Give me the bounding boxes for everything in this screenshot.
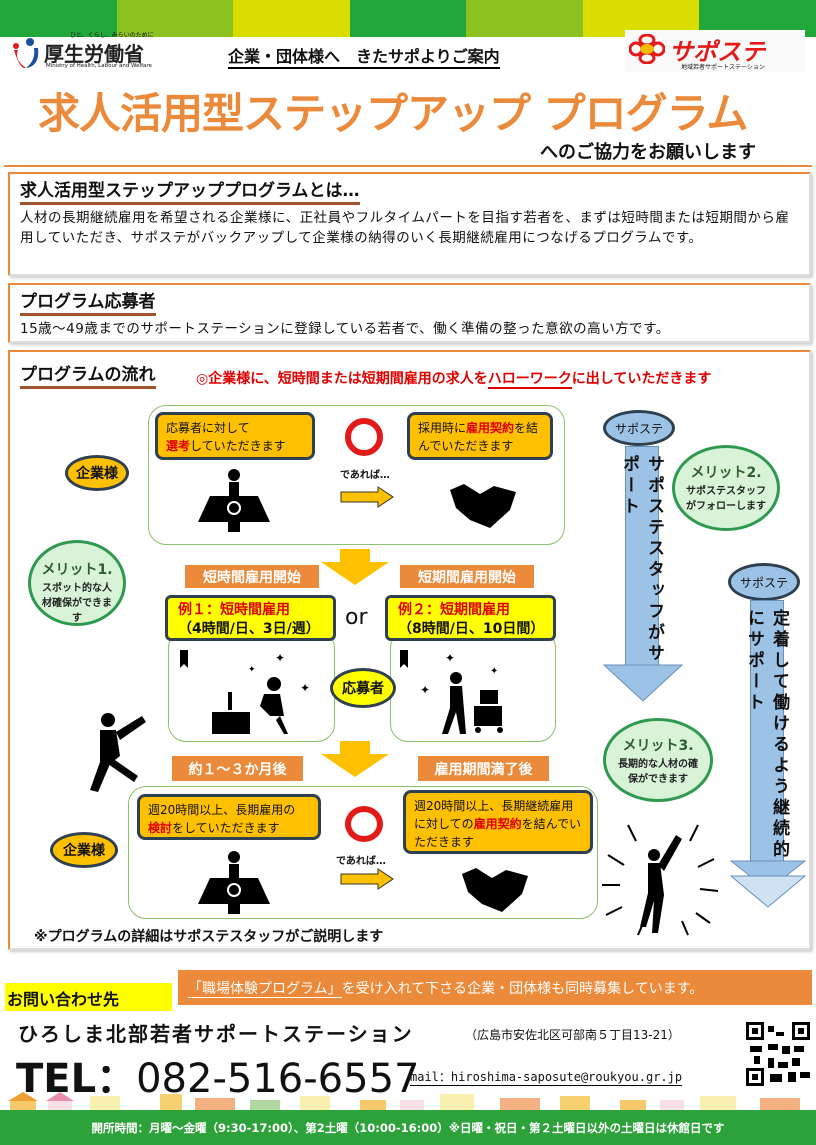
label-after-months: 約１～３か月後: [172, 756, 303, 781]
org-address: （広島市安佐北区可部南５丁目13-21）: [465, 1028, 680, 1042]
section-about-heading: 求人活用型ステップアッププログラムとは…: [20, 180, 360, 205]
section-applicants-heading: プログラム応募者: [20, 291, 156, 316]
mhlw-tagline: ひと、くらし、みらいのために: [70, 32, 154, 39]
step3-right-bubble: 週20時間以上、長期継続雇用に対しての雇用契約を結んでいただきます: [403, 790, 593, 854]
svg-text:✦: ✦: [248, 665, 256, 675]
tel-number[interactable]: 082-516-6557: [136, 1056, 420, 1102]
flower-icon: [629, 34, 665, 64]
mhlw-en: Ministry of Health, Labour and Welfare: [46, 63, 152, 69]
label-short-time: 短時間雇用開始: [185, 565, 319, 588]
company-badge-2: 企業様: [50, 832, 118, 868]
qr-code[interactable]: [746, 1022, 810, 1086]
step1-left-bubble: 応募者に対して選考していただきます: [155, 412, 315, 460]
title-sub: へのご協力をお願いします: [540, 142, 756, 163]
contact-label: お問い合わせ先: [5, 983, 172, 1011]
header-subtitle: 企業・団体様へ きたサポよりご案内: [228, 43, 500, 69]
excited-man-icon: [602, 824, 719, 936]
flow-note: ◎企業様に、短時間または短期間雇用の求人をハローワークに出していただきます: [196, 371, 712, 389]
saposute-logo-sub: 地域若者サポートステーション: [681, 64, 765, 71]
mhlw-name: 厚生労働省: [44, 42, 144, 66]
arrow-right-icon: [340, 486, 394, 508]
color-stripe: [0, 0, 816, 37]
mhlw-emblem-icon: [13, 38, 39, 69]
merit1-circle: メリット1.スポット的な人材確保ができます: [28, 540, 126, 626]
example2-box: [390, 630, 556, 742]
saposute-badge-2: サポステ: [728, 563, 800, 601]
example1-label: 例１：短時間雇用（4時間/日、3日/週）: [165, 595, 336, 641]
saposute-logo-text: サポステ: [669, 38, 765, 66]
step3-left-bubble: 週20時間以上、長期雇用の検討をしていただきます: [137, 794, 321, 840]
handshake-icon: [450, 484, 516, 528]
divider: [4, 165, 812, 167]
workplace-program-link: 「職場体験プログラム」: [188, 981, 342, 998]
email-link[interactable]: mail：hiroshima-saposute@roukyou.gr.jp: [410, 1070, 683, 1086]
page-title: 求人活用型ステップアップ プログラム: [38, 89, 748, 138]
org-name: ひろしま北部若者サポートステーション: [18, 1022, 414, 1046]
jumping-man-icon: [90, 713, 146, 792]
if-ok-text-2: であれば…: [336, 856, 386, 867]
interview-icon: [198, 469, 270, 532]
flow-heading: プログラムの流れ: [20, 364, 156, 389]
circle-ok-icon-2: [345, 806, 383, 842]
section-applicants: プログラム応募者 15歳～49歳までのサポートステーションに登録している若者で、…: [8, 283, 811, 343]
svg-text:✦: ✦: [445, 651, 455, 665]
applicant-badge: 応募者: [330, 668, 396, 708]
desk-worker-icon: ✦ ✦ ✦: [180, 650, 310, 734]
arrow-right-icon-2: [340, 868, 394, 890]
example2-label: 例２：短期間雇用（8時間/日、10日間）: [385, 595, 556, 641]
saposute-badge-1: サポステ: [603, 410, 675, 446]
hellowork-link: ハローワーク: [487, 371, 572, 389]
merit3-circle: メリット3.長期的な人材の確保ができます: [603, 718, 713, 802]
section-applicants-body: 15歳～49歳までのサポートステーションに登録している若者で、働く準備の整った意…: [20, 321, 670, 337]
circle-ok-icon: [345, 418, 383, 456]
svg-text:✦: ✦: [300, 681, 310, 695]
delivery-worker-icon: ✦ ✦ ✦: [400, 650, 503, 734]
company-badge: 企業様: [65, 455, 129, 491]
section-about: 求人活用型ステップアッププログラムとは… 人材の長期継続雇用を希望される企業様に…: [8, 172, 811, 276]
svg-text:✦: ✦: [275, 651, 285, 665]
label-contract-end: 雇用期間満了後: [418, 756, 549, 781]
arrow-down-orange-icon: [321, 549, 389, 585]
arrow-down-double-icon: [730, 860, 806, 908]
flow-footnote: ※プログラムの詳細はサポステスタッフがご説明します: [34, 929, 384, 945]
label-short-term: 短期間雇用開始: [400, 565, 534, 588]
arrow-down-orange-icon-2: [321, 741, 389, 777]
tel: TEL：082-516-6557: [16, 1056, 420, 1102]
section-about-body: 人材の長期継続雇用を希望される企業様に、正社員やフルタイムパートを目指す若者を、…: [20, 210, 790, 246]
if-ok-text: であれば…: [340, 470, 390, 481]
opening-hours: 開所時間：月曜～金曜（9:30-17:00）、第2土曜（10:00-16:00）…: [0, 1110, 816, 1145]
svg-text:✦: ✦: [420, 683, 430, 697]
svg-text:✦: ✦: [490, 666, 498, 677]
saposute-logo: サポステ 地域若者サポートステーション: [625, 30, 805, 72]
step1-right-bubble: 採用時に雇用契約を結んでいただきます: [407, 412, 553, 460]
arrow-down-icon: [603, 664, 683, 702]
handshake-icon-2: [462, 868, 528, 912]
support-bar-1: サポステスタッフがサポート: [619, 446, 664, 666]
merit2-circle: メリット2.サポステスタッフがフォローします: [672, 445, 780, 531]
support-bar-2: 定着して働けるよう継続的にサポート: [744, 600, 789, 880]
interview-icon-2: [198, 851, 270, 914]
mhlw-logo: ひと、くらし、みらいのために 厚生労働省 Ministry of Health,…: [10, 30, 180, 72]
recruitment-banner: 「職場体験プログラム」を受け入れて下さる企業・団体様も同時募集しています。: [178, 970, 812, 1005]
or-text: or: [345, 605, 368, 630]
